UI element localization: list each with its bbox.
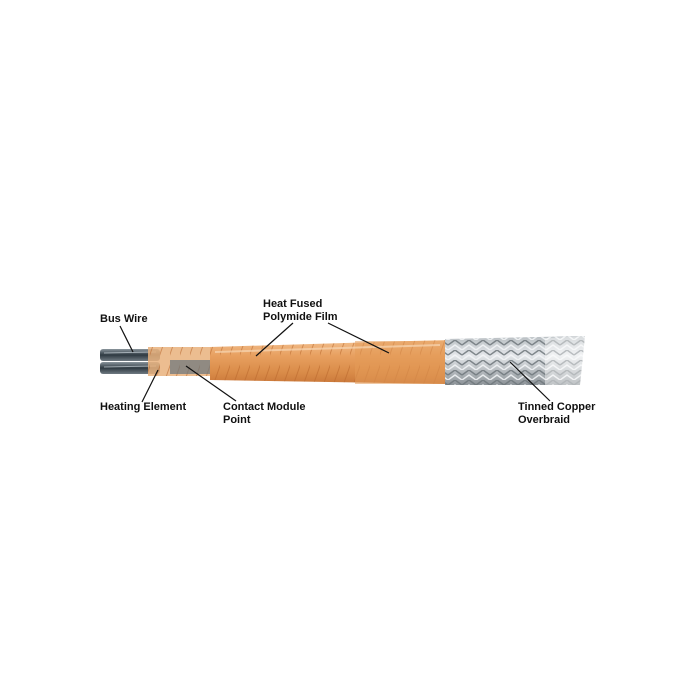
heating-element-wrap xyxy=(148,347,210,376)
label-bus-wire: Bus Wire xyxy=(100,313,148,325)
leader-bus-wire xyxy=(119,325,134,353)
leader-heating-element xyxy=(141,369,159,403)
label-tinned-copper-overbraid: Tinned Copper Overbraid xyxy=(518,401,595,427)
bus-wire-lower xyxy=(100,362,160,374)
label-tinned-copper-line1: Tinned Copper xyxy=(518,401,596,413)
label-contact-module-line1: Contact Module xyxy=(223,401,306,413)
label-contact-module-line2: Point xyxy=(223,414,251,426)
polymide-film-jacket xyxy=(210,340,445,384)
leader-contact-module xyxy=(185,365,237,402)
label-heating-element: Heating Element xyxy=(100,401,187,413)
bus-wires xyxy=(100,349,160,374)
leader-heat-fused-2 xyxy=(327,322,390,354)
label-heat-fused-line2: Polymide Film xyxy=(263,311,338,323)
label-tinned-copper-line2: Overbraid xyxy=(518,414,570,426)
leader-heat-fused-1 xyxy=(255,322,294,357)
leader-tinned-copper xyxy=(509,361,551,402)
label-contact-module-point: Contact Module Point xyxy=(223,401,306,427)
label-heat-fused-polymide-film: Heat Fused Polymide Film xyxy=(263,298,338,324)
leader-lines xyxy=(119,322,551,403)
label-heat-fused-line1: Heat Fused xyxy=(263,298,323,310)
tinned-copper-overbraid xyxy=(445,336,590,385)
